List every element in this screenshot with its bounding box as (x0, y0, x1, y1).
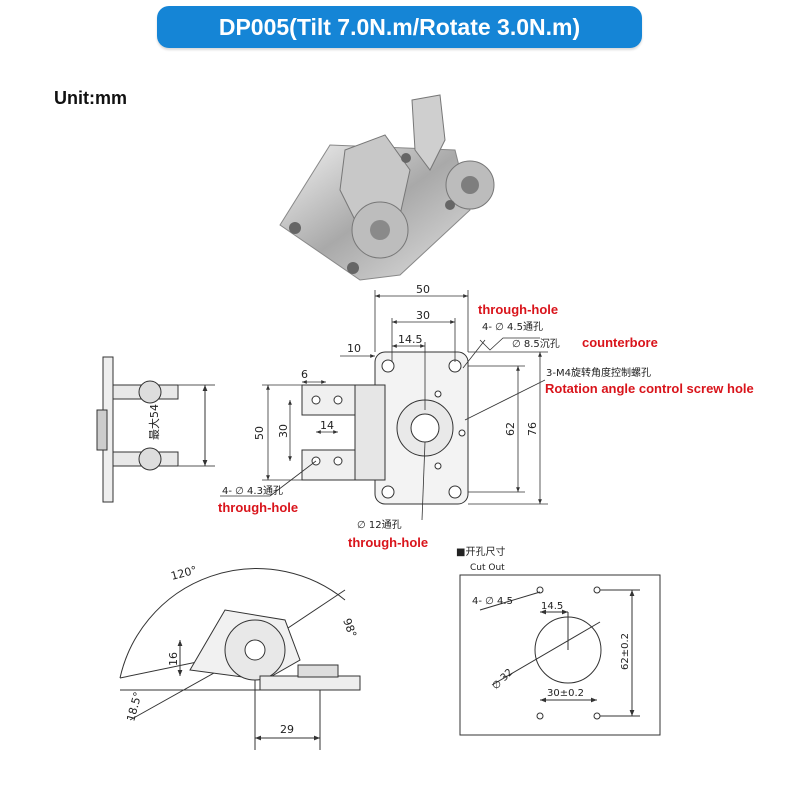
cutout-dim-32: ∅ 32 (490, 667, 515, 692)
dim-16: 16 (167, 652, 180, 666)
dim-30-top: 30 (416, 309, 430, 322)
dim-6: 6 (301, 368, 308, 381)
angle-98: 98° (340, 617, 359, 640)
dim-10: 10 (347, 342, 361, 355)
dim-50-top: 50 (416, 283, 430, 296)
dim-30-left: 30 (277, 424, 290, 438)
cutout-view (459, 574, 661, 736)
product-photo (279, 94, 495, 281)
angle-18-5: 18.5° (124, 690, 144, 722)
page-title: DP005(Tilt 7.0N.m/Rotate 3.0N.m) (157, 6, 642, 48)
cutout-dim-62: 62±0.2 (620, 633, 631, 670)
dim-62: 62 (504, 422, 517, 436)
cutout-dim-30: 30±0.2 (547, 688, 584, 699)
note-hole-43: 4- ∅ 4.3通孔 (222, 485, 283, 497)
dim-side-max: 最大54 (147, 404, 161, 440)
note-hole-45: 4- ∅ 4.5通孔 (482, 321, 543, 333)
dim-29: 29 (280, 723, 294, 736)
cutout-dim-14-5: 14.5 (541, 601, 563, 612)
swing-view (119, 568, 361, 750)
side-view (96, 356, 215, 503)
cutout-title-cn: ■开孔尺寸 (456, 545, 505, 558)
note-through-hole-left: through-hole (218, 500, 298, 515)
note-m4-cn: 3-M4旋转角度控制螺孔 (546, 366, 651, 379)
angle-120: 120° (169, 563, 198, 582)
dim-14: 14 (320, 419, 334, 432)
unit-label: Unit:mm (54, 88, 127, 108)
note-through-hole-top: through-hole (478, 302, 558, 317)
note-hole-12: ∅ 12通孔 (357, 519, 402, 531)
front-dimension-lines (220, 290, 548, 521)
cutout-title-en: Cut Out (470, 563, 505, 573)
note-counterbore: counterbore (582, 335, 658, 350)
dim-14-5-top: 14.5 (398, 333, 423, 346)
note-m4-en: Rotation angle control screw hole (545, 381, 754, 396)
cutout-hole: 4- ∅ 4.5 (472, 596, 513, 607)
dim-50-left: 50 (253, 426, 266, 440)
dim-76: 76 (526, 422, 539, 436)
note-through-hole-bottom: through-hole (348, 535, 428, 550)
front-view (301, 351, 469, 505)
note-counterbore-size: ∅ 8.5沉孔 (512, 337, 560, 350)
